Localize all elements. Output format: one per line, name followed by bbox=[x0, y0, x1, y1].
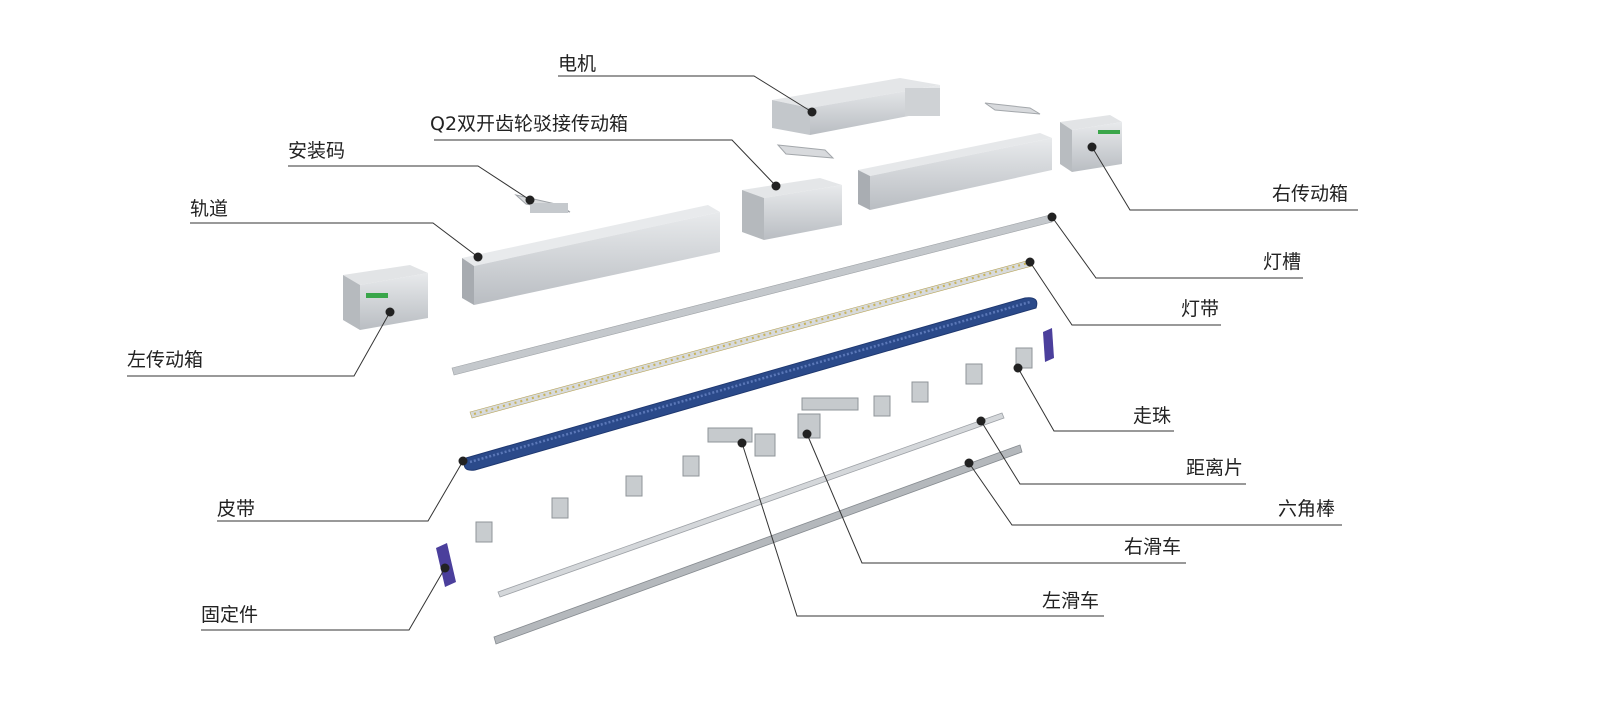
left-track-part bbox=[462, 205, 720, 305]
label-right-carriage: 右滑车 bbox=[1124, 536, 1182, 558]
leader-lines bbox=[127, 75, 1358, 631]
label-fixer: 固定件 bbox=[201, 604, 259, 626]
light-groove-part bbox=[451, 214, 1053, 376]
glider-parts bbox=[475, 347, 1033, 543]
belt-part bbox=[463, 297, 1038, 471]
label-mount: 安装码 bbox=[288, 140, 346, 162]
gearbox-part bbox=[742, 178, 842, 240]
label-track: 轨道 bbox=[190, 198, 229, 220]
right-track-part bbox=[858, 133, 1052, 210]
left-box-part bbox=[343, 265, 428, 330]
label-right-box: 右传动箱 bbox=[1272, 183, 1349, 205]
label-motor: 电机 bbox=[558, 53, 597, 75]
bracket-part bbox=[776, 102, 1041, 159]
label-hex-rod: 六角棒 bbox=[1278, 498, 1336, 520]
carriage-parts bbox=[707, 397, 859, 457]
mount-part bbox=[514, 194, 571, 213]
label-light-groove: 灯槽 bbox=[1263, 251, 1302, 273]
label-gearbox: Q2双开齿轮驳接传动箱 bbox=[430, 113, 629, 135]
label-left-box: 左传动箱 bbox=[127, 349, 204, 371]
motor-part bbox=[772, 78, 940, 135]
label-belt: 皮带 bbox=[217, 498, 256, 520]
label-ball: 走珠 bbox=[1133, 405, 1172, 427]
label-left-carriage: 左滑车 bbox=[1042, 590, 1100, 612]
leader-dots bbox=[385, 107, 1097, 573]
spacer-part bbox=[497, 412, 1005, 598]
right-box-part bbox=[1060, 115, 1122, 172]
label-spacer: 距离片 bbox=[1186, 457, 1244, 479]
hex-rod-part bbox=[493, 444, 1023, 645]
fixer-part bbox=[1043, 328, 1054, 362]
label-light-strip: 灯带 bbox=[1181, 298, 1220, 320]
